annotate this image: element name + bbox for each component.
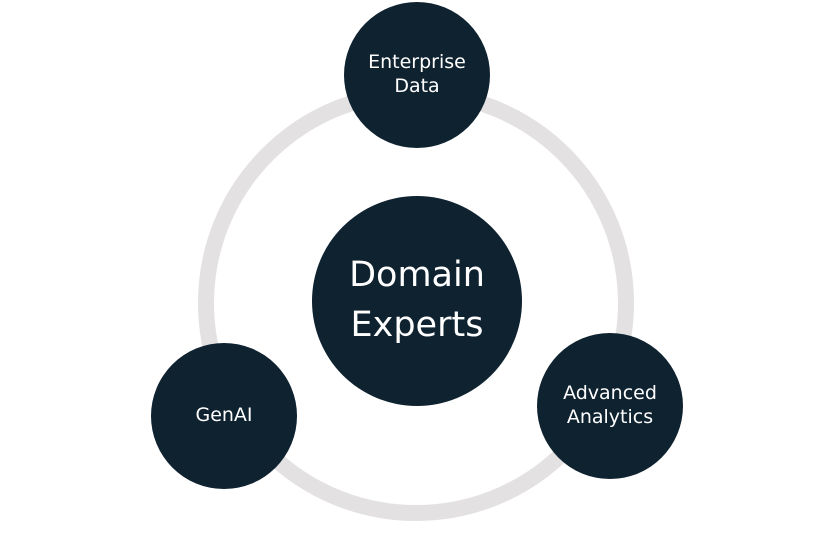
node-genai-label: GenAI — [195, 404, 253, 427]
node-genai: GenAI — [151, 343, 297, 489]
node-enterprise-data-label: Enterprise Data — [368, 51, 466, 97]
node-domain-experts: Domain Experts — [312, 196, 522, 406]
node-advanced-analytics: Advanced Analytics — [537, 333, 683, 479]
node-domain-experts-label: Domain Experts — [349, 255, 485, 345]
node-advanced-analytics-label: Advanced Analytics — [563, 382, 657, 428]
node-enterprise-data: Enterprise Data — [344, 2, 490, 148]
